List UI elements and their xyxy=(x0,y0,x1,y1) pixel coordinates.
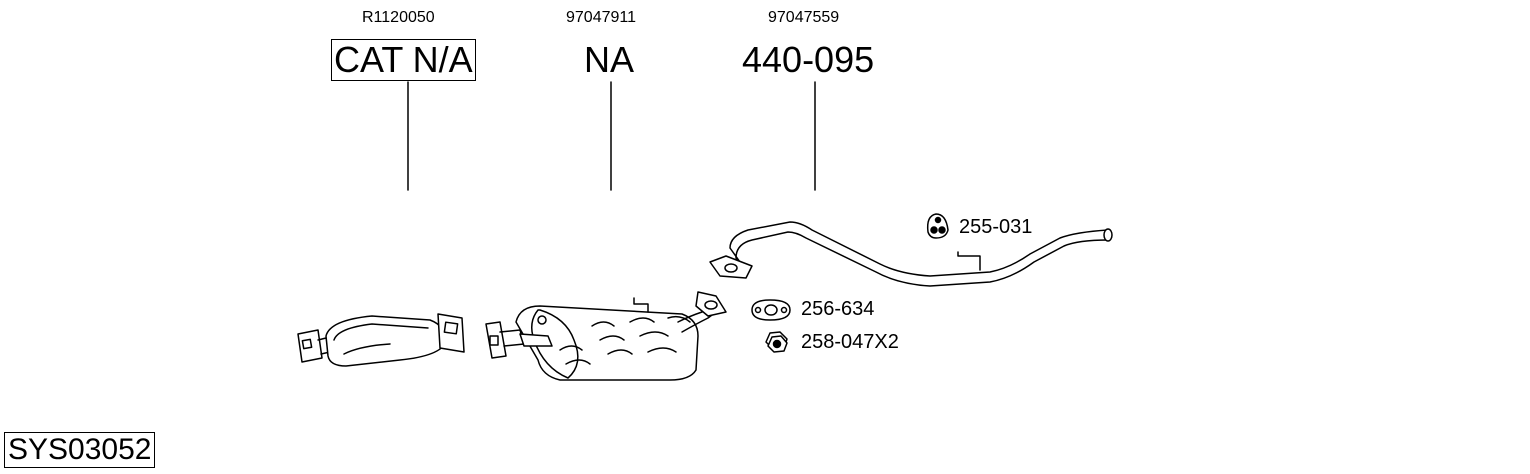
part-3-code[interactable]: 440-095 xyxy=(742,39,875,80)
accessory-hanger-label[interactable]: 255-031 xyxy=(959,216,1033,238)
part-2-reference: 97047911 xyxy=(566,9,636,26)
silencer-drawing[interactable] xyxy=(485,297,717,381)
part-1-reference: R1120050 xyxy=(362,9,435,26)
catalytic-converter-drawing[interactable] xyxy=(297,313,465,367)
gasket-icon[interactable] xyxy=(751,299,791,321)
tail-pipe-drawing[interactable] xyxy=(709,221,1113,287)
part-3-reference: 97047559 xyxy=(768,9,840,26)
accessory-gasket-label[interactable]: 256-634 xyxy=(801,298,875,320)
part-2-code[interactable]: NA xyxy=(584,39,635,80)
part-1-code[interactable]: CAT N/A xyxy=(331,39,476,81)
rubber-hanger-icon[interactable] xyxy=(926,213,949,239)
accessory-nut-label[interactable]: 258-047X2 xyxy=(801,331,899,353)
outlet-flange-drawing[interactable] xyxy=(695,291,727,317)
system-code: SYS03052 xyxy=(4,432,156,468)
nut-icon[interactable] xyxy=(765,331,788,353)
